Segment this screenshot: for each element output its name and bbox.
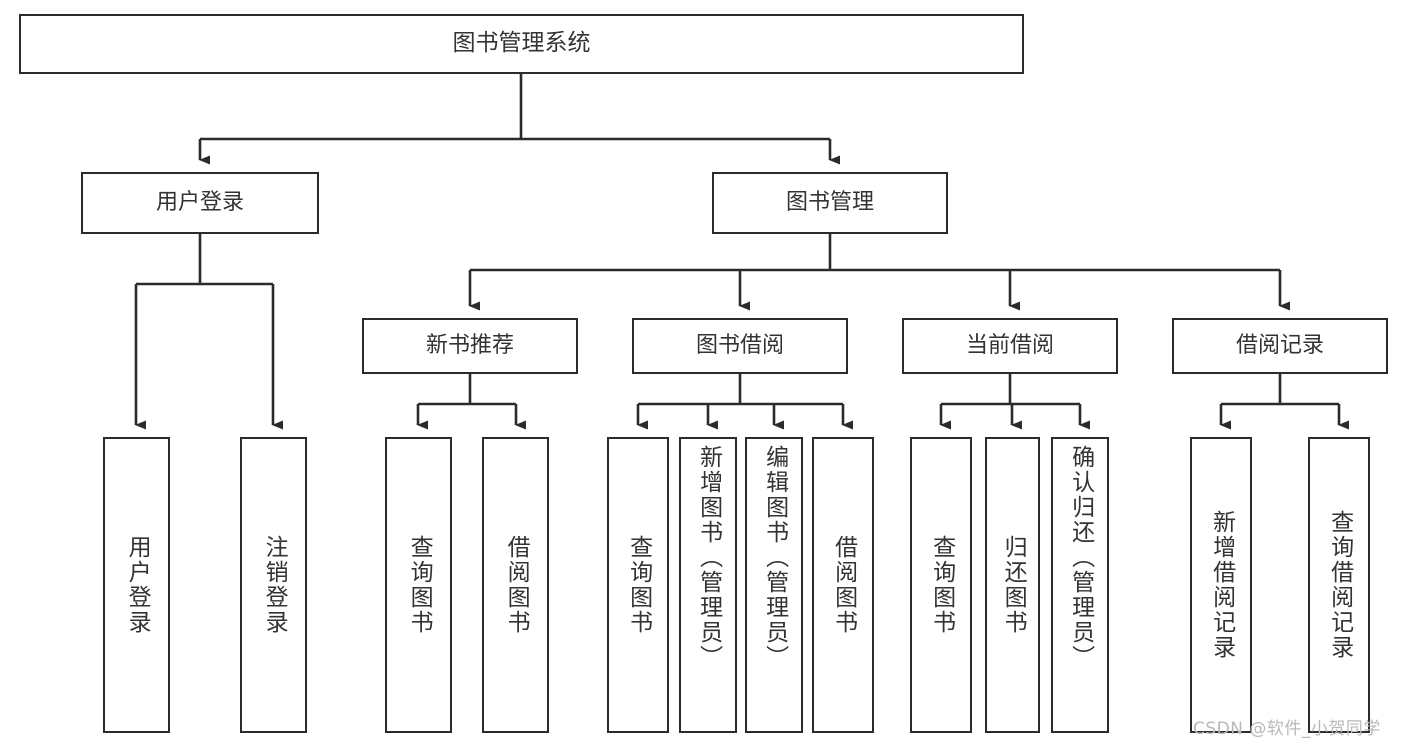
leaf-user-login[interactable]: 用户登录 xyxy=(103,437,170,733)
node-new-book-recommend[interactable]: 新书推荐 xyxy=(362,318,578,374)
leaf-add-borrow-record[interactable]: 新增借阅记录 xyxy=(1190,437,1252,733)
leaf-borrow-book-recommend[interactable]: 借阅图书 xyxy=(482,437,549,733)
leaf-lend-book[interactable]: 借阅图书 xyxy=(812,437,874,733)
leaf-query-borrow-record[interactable]: 查询借阅记录 xyxy=(1308,437,1370,733)
leaf-edit-book-admin[interactable]: 编辑图书（管理员） xyxy=(745,437,803,733)
leaf-user-logout[interactable]: 注销登录 xyxy=(240,437,307,733)
leaf-query-book-recommend[interactable]: 查询图书 xyxy=(385,437,452,733)
csdn-watermark: CSDN @软件_小贺同学 xyxy=(1193,719,1381,739)
node-user-login[interactable]: 用户登录 xyxy=(81,172,319,234)
leaf-add-book-admin[interactable]: 新增图书（管理员） xyxy=(679,437,737,733)
leaf-return-book[interactable]: 归还图书 xyxy=(985,437,1040,733)
node-book-borrow[interactable]: 图书借阅 xyxy=(632,318,848,374)
node-borrow-record[interactable]: 借阅记录 xyxy=(1172,318,1388,374)
node-current-borrow[interactable]: 当前借阅 xyxy=(902,318,1118,374)
leaf-confirm-return-admin[interactable]: 确认归还（管理员） xyxy=(1051,437,1109,733)
node-root-system[interactable]: 图书管理系统 xyxy=(19,14,1024,74)
node-book-management[interactable]: 图书管理 xyxy=(712,172,948,234)
leaf-query-book-borrow[interactable]: 查询图书 xyxy=(607,437,669,733)
leaf-query-book-current[interactable]: 查询图书 xyxy=(910,437,972,733)
